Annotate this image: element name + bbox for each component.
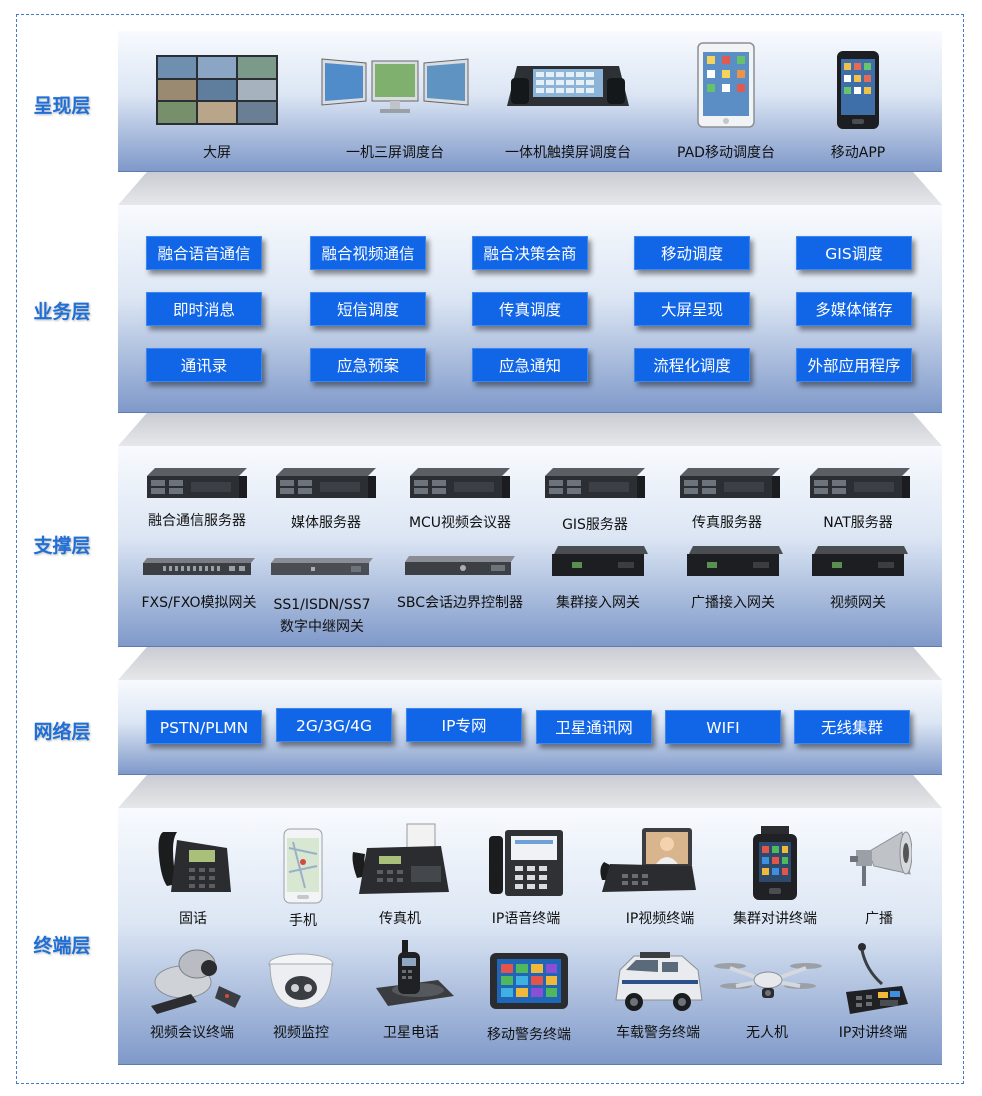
drone-icon [712,956,824,1004]
terminal-label: 手机 [289,913,317,929]
terminal-label: 车载警务终端 [616,1025,700,1041]
business-tag: 外部应用程序 [796,348,912,382]
tablet-icon [697,42,755,128]
dome-camera-icon [266,950,336,1010]
diagram-frame [16,14,964,1084]
business-tag: 融合语音通信 [146,236,262,270]
presentation-item-label: PAD移动调度台 [677,145,775,161]
layer-connector [118,647,942,680]
rack-server-icon [147,468,247,500]
layer-connector [118,413,942,446]
business-tag: 短信调度 [310,292,426,326]
server-label: 媒体服务器 [291,515,361,531]
business-tag: 融合决策会商 [472,236,588,270]
layer-label-network: 网络层 [33,721,91,743]
terminal-label: 集群对讲终端 [733,911,817,927]
triple-monitor-console-icon [320,55,470,115]
ip-phone-icon [489,830,563,896]
touch-console-icon [503,60,633,112]
terminal-label: IP视频终端 [625,911,695,927]
desk-phone-icon [153,826,233,898]
network-gateway-icon [683,546,783,578]
video-phone-icon [598,828,696,896]
terminal-label: 视频监控 [273,1025,329,1041]
rack-server-icon [680,468,780,500]
support-layer-panel [118,446,942,647]
business-tag: GIS调度 [796,236,912,270]
business-tag: 多媒体储存 [796,292,912,326]
business-tag: 通讯录 [146,348,262,382]
terminal-label: 无人机 [746,1025,788,1041]
network-gateway-icon [808,546,908,578]
terminal-label: 移动警务终端 [487,1027,571,1043]
smartphone-icon [836,50,880,130]
business-tag: 应急通知 [472,348,588,382]
network-tag: IP专网 [406,708,522,742]
horn-speaker-icon [846,830,912,892]
video-wall-icon [156,55,278,125]
terminal-label: IP语音终端 [491,911,561,927]
satellite-phone-icon [366,940,456,1008]
terminal-label: IP对讲终端 [838,1025,908,1041]
presentation-item-label: 一机三屏调度台 [346,145,444,161]
rugged-tablet-icon [489,952,569,1010]
business-tag: 流程化调度 [634,348,750,382]
network-tag: WIFI [665,710,781,744]
rack-server-icon [276,468,376,500]
police-vehicle-icon [612,950,704,1014]
business-tag: 即时消息 [146,292,262,326]
server-label: MCU视频会议器 [408,515,512,531]
layer-label-presentation: 呈现层 [33,95,91,117]
business-tag: 移动调度 [634,236,750,270]
layer-connector [118,172,942,205]
business-tag: 融合视频通信 [310,236,426,270]
rack-server-icon [810,468,910,500]
gateway-label: 视频网关 [830,595,886,611]
smartphone-icon [283,828,323,904]
network-tag: PSTN/PLMN [146,710,262,744]
terminal-label: 卫星电话 [383,1025,439,1041]
server-label: NAT服务器 [823,515,893,531]
rack-server-icon [545,468,645,500]
server-label: 传真服务器 [692,515,762,531]
server-label: 融合通信服务器 [148,513,246,529]
trunk-radio-icon [751,826,799,902]
gateway-label: 广播接入网关 [691,595,775,611]
rack-server-icon [410,468,510,500]
presentation-item-label: 大屏 [203,145,231,161]
presentation-item-label: 移动APP [830,145,886,161]
gateway-label: 集群接入网关 [556,595,640,611]
server-label: GIS服务器 [562,517,628,533]
network-tag: 无线集群 [794,710,910,744]
gateway-label: SBC会话边界控制器 [396,595,524,611]
layer-label-support: 支撑层 [33,535,91,557]
network-gateway-icon [405,556,515,576]
terminal-label: 广播 [865,911,893,927]
layer-label-business: 业务层 [33,301,91,323]
terminal-label: 传真机 [379,911,421,927]
terminal-label: 视频会议终端 [150,1025,234,1041]
layer-label-terminal: 终端层 [33,935,91,957]
conference-camera-icon [147,946,243,1016]
network-gateway-icon [548,546,648,578]
network-tag: 卫星通讯网 [536,710,652,744]
terminal-label: 固话 [179,911,207,927]
layer-connector [118,775,942,808]
business-tag: 应急预案 [310,348,426,382]
presentation-item-label: 一体机触摸屏调度台 [505,145,631,161]
gateway-label: FXS/FXO模拟网关 [141,595,257,611]
business-tag: 传真调度 [472,292,588,326]
network-tag: 2G/3G/4G [276,708,392,742]
intercom-microphone-icon [842,942,910,1020]
fax-machine-icon [349,822,451,898]
network-gateway-icon [271,558,373,576]
network-gateway-icon [143,558,255,576]
business-tag: 大屏呈现 [634,292,750,326]
